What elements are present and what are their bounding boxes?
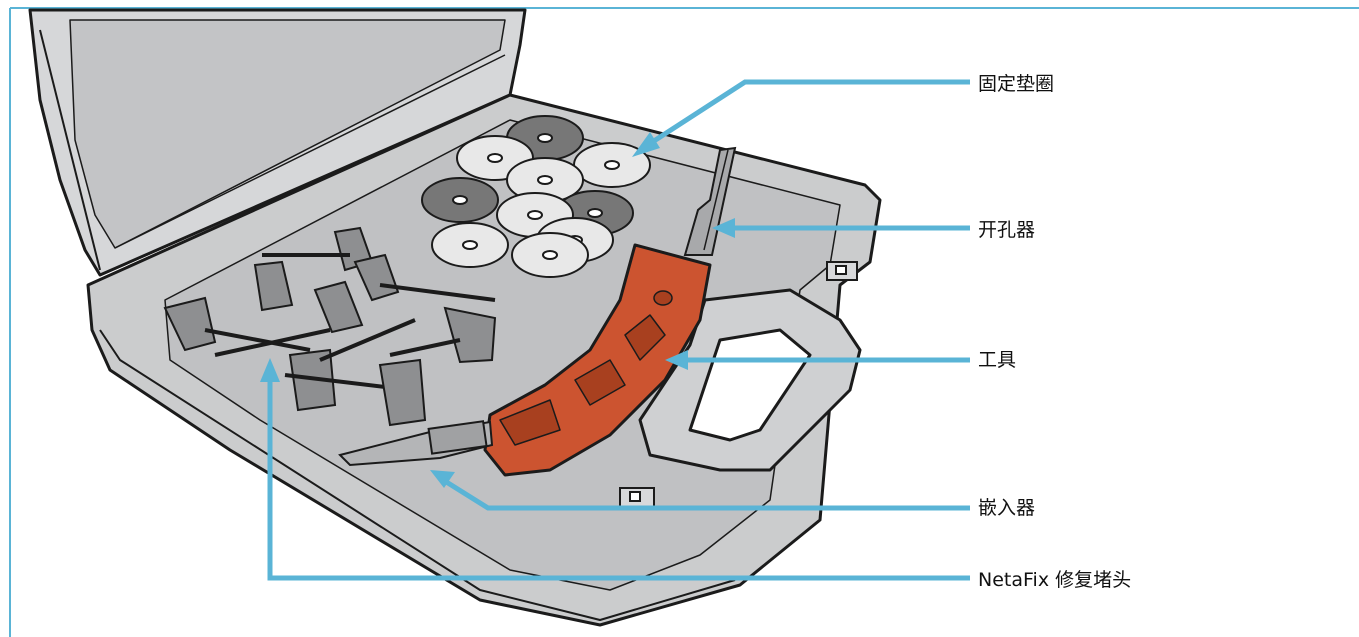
label-netafix-plugs: NetaFix 修复堵头 <box>978 569 1132 591</box>
callout-arrowheads <box>260 132 735 488</box>
tool <box>483 243 712 477</box>
label-washers: 固定垫圈 <box>978 73 1055 95</box>
callouts <box>267 79 970 581</box>
washers <box>421 115 651 278</box>
inserter <box>338 420 494 467</box>
callout-washers <box>638 79 970 153</box>
label-inserter: 嵌入器 <box>978 497 1036 519</box>
case-latches <box>619 261 858 509</box>
label-punch: 开孔器 <box>978 219 1036 241</box>
callout-plugs <box>267 372 970 581</box>
plugs <box>163 226 497 427</box>
label-tool: 工具 <box>978 349 1017 371</box>
frame <box>9 7 1359 637</box>
case-lid <box>28 8 527 277</box>
callout-inserter <box>438 475 970 511</box>
punch <box>683 146 737 256</box>
